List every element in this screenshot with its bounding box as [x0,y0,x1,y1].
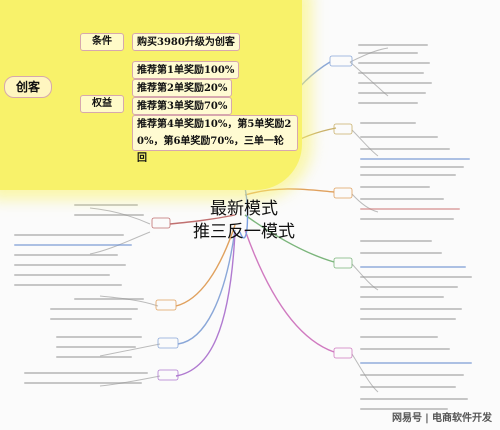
unreadable-text-line [358,102,418,104]
unreadable-text-line [360,386,456,388]
unreadable-text-line [14,244,132,246]
unreadable-text-line [14,284,122,286]
unreadable-text-line [358,44,428,46]
unreadable-text-line [14,254,118,256]
unreadable-text-line [74,214,144,216]
condition-text: 购买3980升级为创客 [132,33,240,51]
unreadable-text-line [360,286,458,288]
condition-node: 条件 [80,33,124,51]
center-title-line1: 最新模式 [210,199,278,219]
watermark-name: 电商软件开发 [432,413,492,424]
unreadable-text-line [360,398,468,400]
unreadable-text-line [360,240,432,242]
unreadable-text-line [360,136,438,138]
rights-item-3: 推荐第3单奖励70% [132,97,233,115]
unreadable-text-line [358,72,424,74]
unreadable-text-line [74,204,138,206]
unreadable-text-line [24,372,148,374]
unreadable-text-line [360,174,456,176]
unreadable-text-line [360,148,450,150]
unreadable-text-line [14,274,110,276]
unreadable-text-line [360,252,442,254]
unreadable-text-line [360,166,464,168]
unreadable-text-line [14,234,124,236]
unreadable-text-line [56,336,142,338]
unreadable-text-line [360,308,462,310]
unreadable-text-line [50,308,138,310]
unreadable-text-line [50,318,132,320]
rights-item-2: 推荐第2单奖励20% [132,79,233,97]
unreadable-text-line [360,348,450,350]
unreadable-text-line [360,186,430,188]
unreadable-text-line [360,122,416,124]
unreadable-text-line [360,374,464,376]
unreadable-text-line [360,218,454,220]
watermark-logo: 网易号 [391,413,422,424]
unreadable-text-line [360,198,444,200]
rights-node: 权益 [80,95,124,113]
unreadable-text-line [360,362,472,364]
watermark: 网易号 | 电商软件开发 [392,409,492,424]
watermark-separator: | [425,413,429,424]
unreadable-text-line [24,382,142,384]
unreadable-text-line [358,62,430,64]
unreadable-text-line [14,264,126,266]
unreadable-text-line [360,408,448,410]
unreadable-text-line [56,356,132,358]
center-title: 最新模式 推三反一模式 [188,198,300,244]
center-title-line2: 推三反一模式 [193,222,295,242]
unreadable-text-line [360,158,470,160]
unreadable-text-line [360,208,460,210]
unreadable-text-line [358,92,426,94]
unreadable-text-line [360,296,444,298]
rights-item-4: 推荐第4单奖励10%，第5单奖励20%，第6单奖励70%，三单一轮回 [132,115,298,164]
unreadable-text-line [74,298,144,300]
unreadable-text-line [360,336,438,338]
unreadable-text-line [358,82,432,84]
rights-item-1: 推荐第1单奖励100% [132,61,240,79]
unreadable-text-line [360,266,466,268]
unreadable-text-line [360,318,456,320]
unreadable-text-line [358,52,418,54]
root-node: 创客 [4,76,52,98]
unreadable-text-line [56,346,136,348]
unreadable-text-line [360,276,472,278]
